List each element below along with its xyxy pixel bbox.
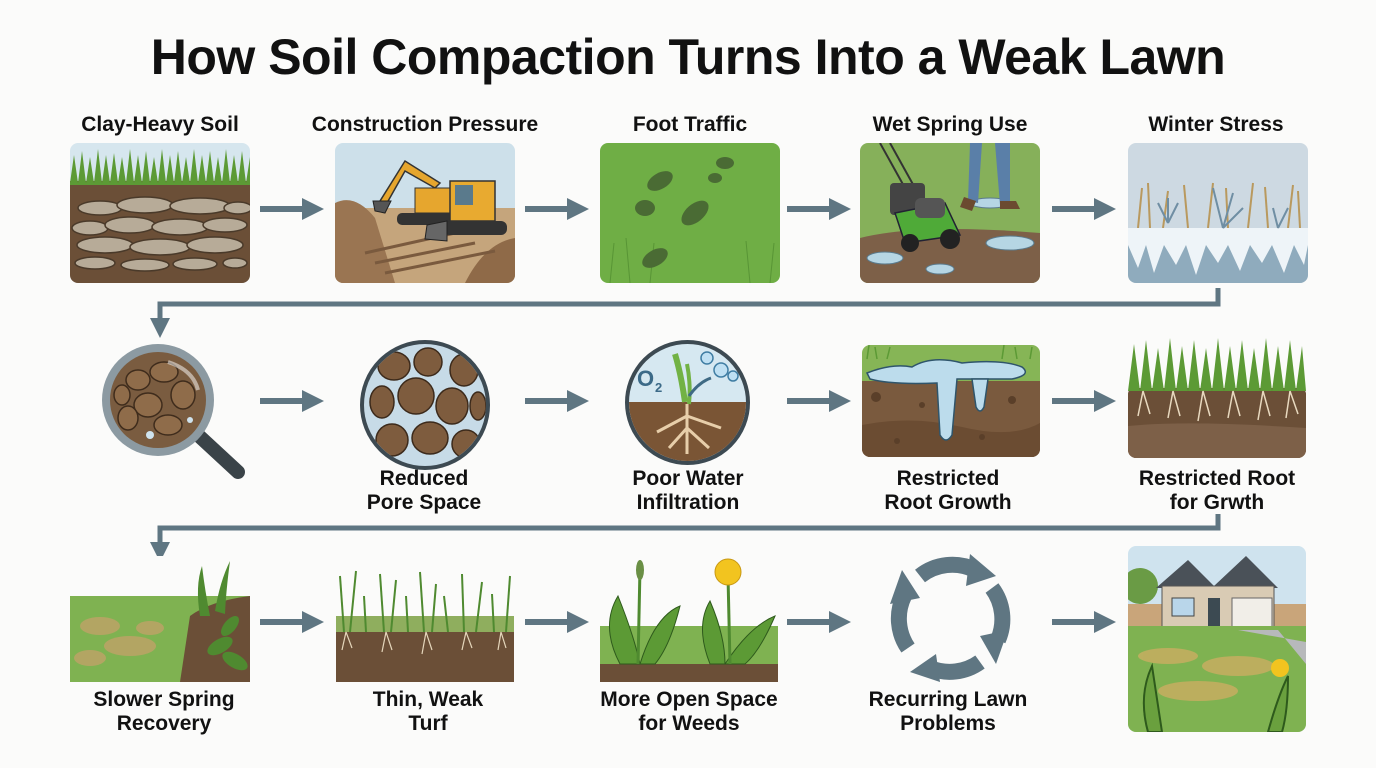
soil-particles-circle-icon [360, 340, 490, 470]
house-weak-lawn-icon [1128, 546, 1306, 732]
arrow-right-icon [260, 198, 324, 220]
arrow-right-icon [525, 198, 589, 220]
patchy-lawn-weeds-icon [70, 556, 250, 682]
arrow-right-icon [787, 611, 851, 633]
oxygen-symbol: O [637, 366, 654, 391]
arrow-right-icon [1052, 198, 1116, 220]
arrow-right-icon [525, 611, 589, 633]
row-connector-arrow-icon [150, 514, 1221, 562]
frozen-grass-ice-icon [1128, 143, 1308, 283]
arrow-right-icon [1052, 611, 1116, 633]
step-label-clay-heavy-soil: Clay-Heavy Soil [81, 113, 239, 136]
row-connector-arrow-icon [150, 288, 1221, 338]
lawnmower-in-mud-icon [860, 143, 1040, 283]
step-label-foot-traffic: Foot Traffic [632, 113, 748, 136]
excavator-bulldozer-icon [335, 143, 515, 283]
arrow-right-icon [260, 390, 324, 412]
water-puddle-soil-icon [862, 345, 1040, 457]
arrow-right-icon [260, 611, 324, 633]
svg-text:2: 2 [655, 380, 662, 395]
magnifier-compacted-soil-icon [98, 340, 248, 485]
arrow-right-icon [787, 390, 851, 412]
arrow-right-icon [787, 198, 851, 220]
o2-plant-roots-icon: O 2 [625, 340, 750, 465]
step-label-construction-pressure: Construction Pressure [311, 113, 539, 136]
footprints-on-grass-icon [600, 143, 780, 283]
thin-turf-roots-icon [336, 566, 514, 682]
arrow-right-icon [525, 390, 589, 412]
clay-soil-cross-section-icon [70, 143, 250, 283]
step-label-wet-spring-use: Wet Spring Use [872, 113, 1028, 136]
page-title: How Soil Compaction Turns Into a Weak La… [150, 29, 1226, 85]
grass-shallow-roots-icon [1128, 336, 1306, 458]
dandelion-weeds-icon [600, 556, 778, 682]
step-label-winter-stress: Winter Stress [1148, 113, 1284, 136]
cycle-arrows-icon [880, 548, 1020, 688]
arrow-right-icon [1052, 390, 1116, 412]
